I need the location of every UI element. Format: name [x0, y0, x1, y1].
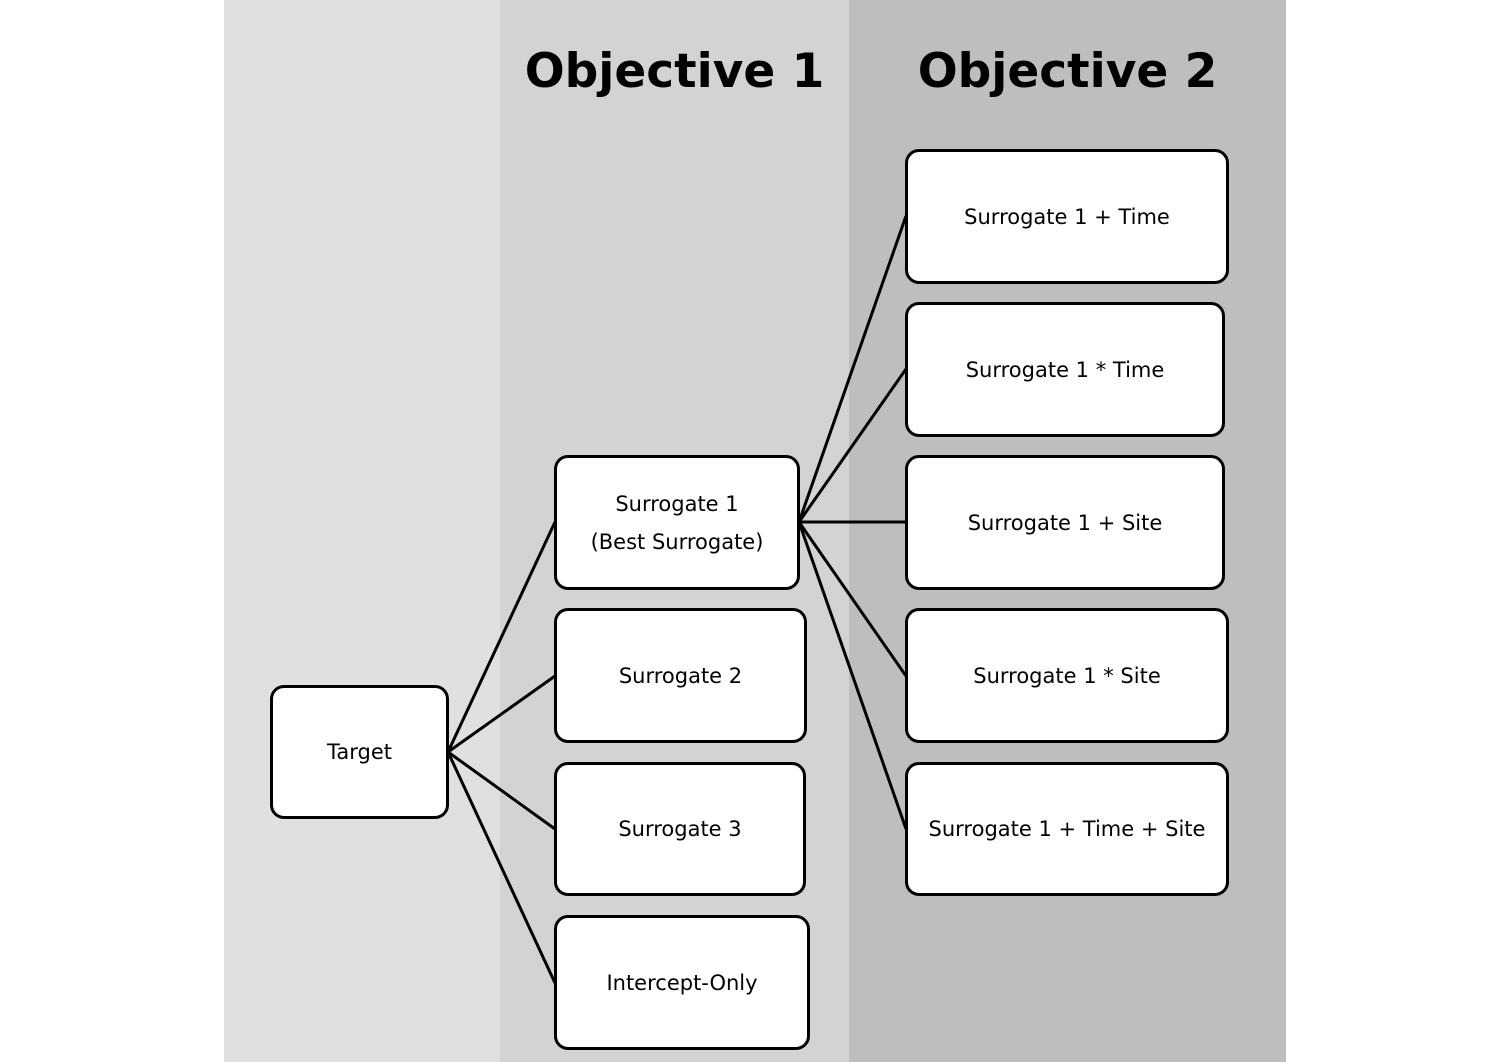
node-s1-times-time-label: Surrogate 1 * Time [965, 357, 1165, 382]
heading-objective-2: Objective 2 [917, 44, 1218, 99]
heading-objective-1: Objective 1 [524, 44, 825, 99]
node-s1-times-site: Surrogate 1 * Site [905, 608, 1229, 743]
node-s1-times-site-label: Surrogate 1 * Site [973, 663, 1161, 688]
node-surrogate-2-label: Surrogate 2 [618, 663, 743, 688]
node-surrogate-3: Surrogate 3 [554, 762, 806, 896]
node-s1-plus-time: Surrogate 1 + Time [905, 149, 1229, 284]
edge-s1-time-site [797, 521, 908, 830]
node-target-label: Target [327, 740, 392, 764]
node-s1-time-site-label: Surrogate 1 + Time + Site [928, 817, 1206, 841]
node-s1-plus-time-label: Surrogate 1 + Time [964, 204, 1170, 229]
node-s1-plus-site-label: Surrogate 1 + Site [967, 510, 1163, 535]
node-surrogate-2: Surrogate 2 [554, 608, 807, 743]
edge-target-intercept-only [446, 751, 557, 984]
node-target: Target [270, 685, 449, 819]
node-s1-time-site: Surrogate 1 + Time + Site [905, 762, 1229, 896]
node-surrogate-1: Surrogate 1 (Best Surrogate) [554, 455, 800, 590]
edge-s1-plus-time [797, 215, 908, 523]
edge-s1-times-time [797, 368, 908, 523]
node-surrogate-1-sublabel: (Best Surrogate) [590, 529, 764, 554]
edge-target-surrogate-1 [446, 521, 557, 753]
edge-target-surrogate-2 [447, 674, 556, 754]
edge-s1-times-site [797, 521, 908, 677]
node-surrogate-3-label: Surrogate 3 [618, 817, 742, 841]
node-surrogate-1-label: Surrogate 1 [615, 491, 739, 516]
node-s1-times-time: Surrogate 1 * Time [905, 302, 1225, 437]
band-target [224, 0, 500, 1062]
node-intercept-only: Intercept-Only [554, 915, 810, 1050]
node-intercept-only-label: Intercept-Only [606, 970, 758, 995]
node-s1-plus-site: Surrogate 1 + Site [905, 455, 1225, 590]
edge-target-surrogate-3 [447, 750, 556, 831]
